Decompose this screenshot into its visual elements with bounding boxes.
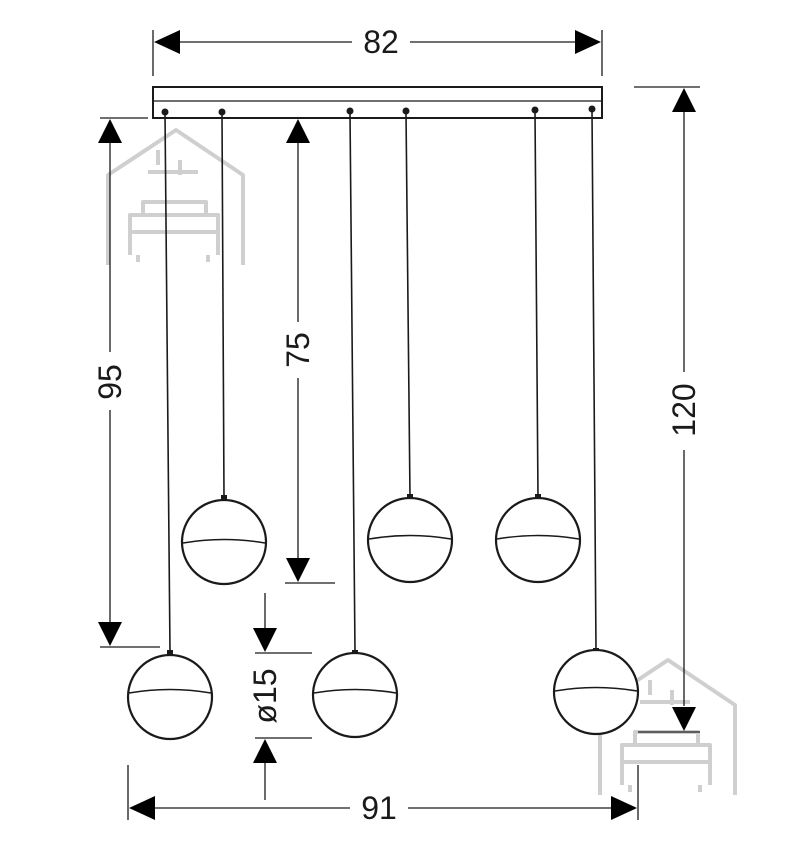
dimension-label-long-drop: 95 [92,364,128,400]
pendant-globe [366,112,454,584]
house-sofa-logo-icon [106,128,245,265]
dimension-label-globe-diameter: ø15 [247,668,283,723]
pendant-globe [126,113,214,741]
dimension-total-height: 120 [634,86,702,733]
ceiling-canopy [152,86,603,119]
house-sofa-logo-icon [598,658,737,795]
pendant-globe [311,112,399,739]
pendant-globe [180,113,268,586]
dimension-total-width: 91 [127,765,639,826]
dimension-label-total-height: 120 [666,383,702,436]
dimension-label-canopy-width: 82 [363,24,399,60]
dimension-label-short-drop: 75 [280,332,316,368]
dimension-long-drop: 95 [92,117,160,648]
dimension-canopy-width: 82 [152,24,603,76]
dimension-short-drop: 75 [280,117,335,584]
pendant-globe [552,110,640,736]
dimension-label-total-width: 91 [361,790,397,826]
pendant-globe [494,111,582,584]
dimension-globe-diameter: ø15 [247,593,312,800]
